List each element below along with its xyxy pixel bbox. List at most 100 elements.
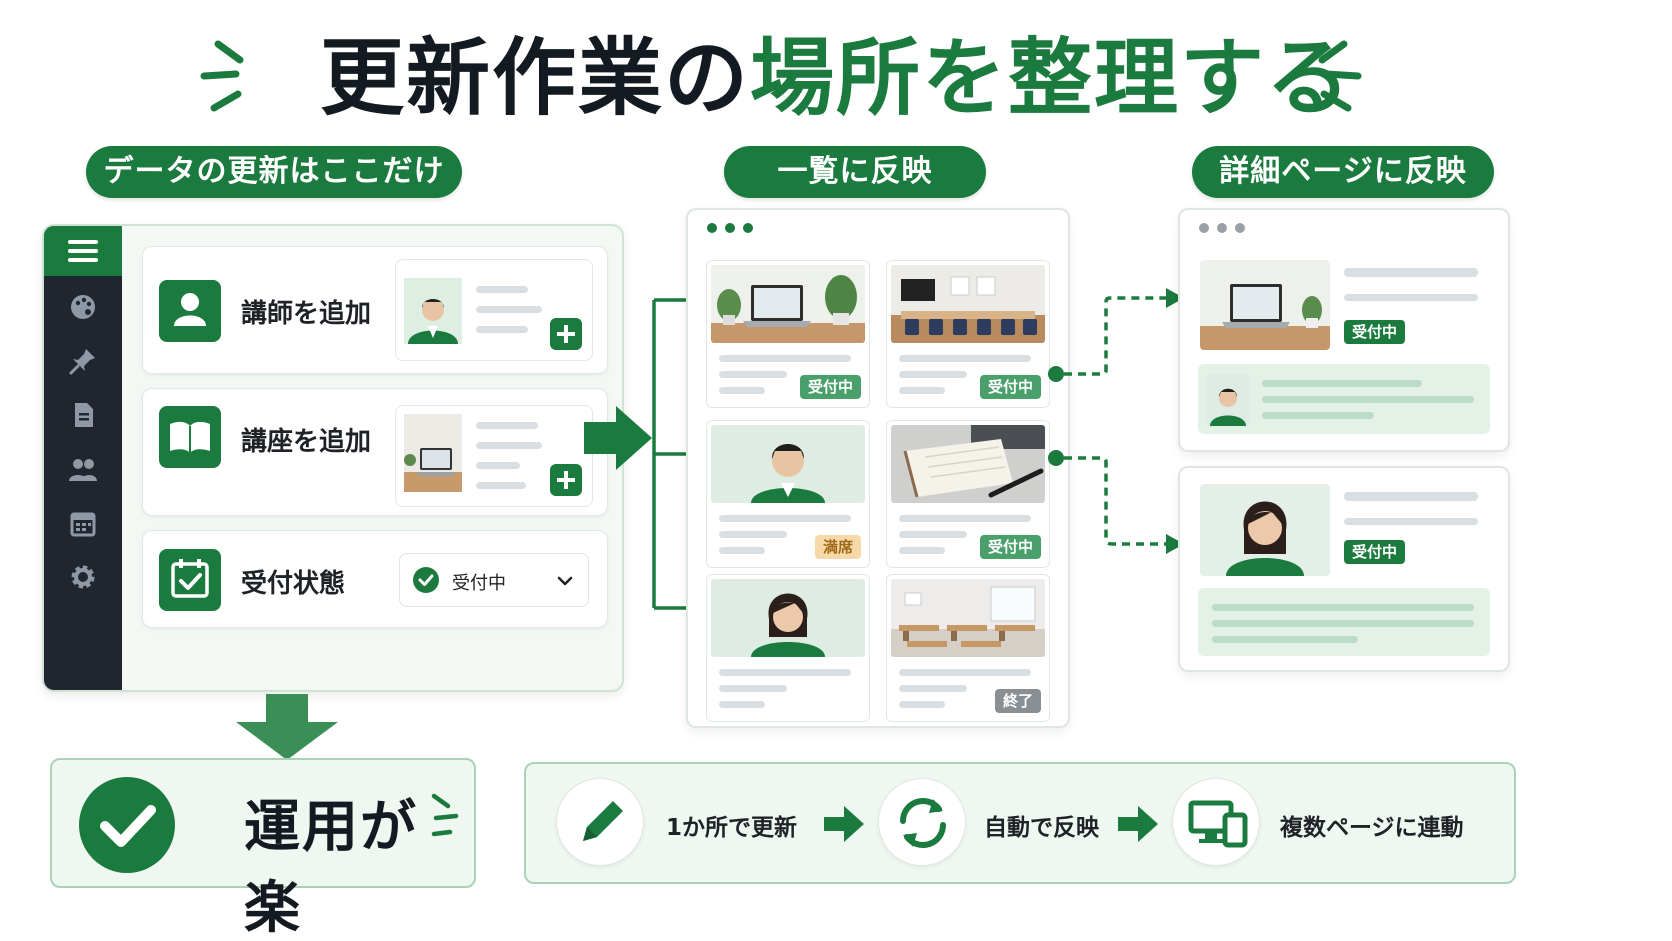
list-item[interactable]: 終了 [886, 574, 1050, 722]
page-title: 更新作業の場所を整理する [0, 28, 1672, 128]
gear-icon[interactable] [68, 562, 98, 592]
sparkle-left-icon [200, 40, 244, 112]
instructor-photo [1200, 484, 1330, 576]
placeholder-line [476, 286, 528, 293]
calendar-check-icon [159, 549, 221, 611]
placeholder-line [1212, 620, 1474, 627]
flow-step-auto: 自動で反映 [984, 815, 1099, 841]
arrow-right-icon [1118, 806, 1158, 842]
placeholder-line [899, 701, 945, 708]
document-icon[interactable] [68, 400, 98, 430]
title-part-green: 場所を整理する [750, 29, 1353, 127]
laptop-photo [404, 414, 462, 492]
devices-icon-circle [1172, 778, 1260, 866]
placeholder-line [476, 462, 520, 469]
list-item[interactable]: 受付中 [886, 260, 1050, 408]
flow-step-multi: 複数ページに連動 [1280, 815, 1464, 841]
card-label-course: 講座を追加 [241, 427, 372, 457]
placeholder-line [1262, 380, 1422, 387]
card-status: 受付状態 受付中 [142, 530, 608, 628]
placeholder-line [476, 442, 542, 449]
placeholder-line [719, 515, 851, 522]
instructor-section [1198, 364, 1490, 434]
placeholder-line [1212, 604, 1474, 611]
window-dots [1199, 223, 1245, 233]
placeholder-line [476, 326, 528, 333]
arrow-right-icon [824, 806, 864, 842]
placeholder-line [476, 422, 538, 429]
pin-icon[interactable] [68, 346, 98, 376]
placeholder-line [719, 371, 787, 378]
placeholder-line [719, 387, 765, 394]
instructor-bio-section [1198, 588, 1490, 656]
status-badge-ended: 終了 [994, 689, 1041, 713]
placeholder-line [719, 547, 765, 554]
status-badge: 受付中 [979, 375, 1041, 399]
add-instructor-button[interactable] [550, 318, 582, 350]
flow-box: 1か所で更新 自動で反映 複数ページに連動 [524, 762, 1516, 884]
devices-icon [1188, 800, 1248, 848]
placeholder-line [719, 531, 787, 538]
card-add-instructor[interactable]: 講師を追加 [142, 246, 608, 374]
placeholder-line [899, 387, 945, 394]
list-item[interactable]: 満席 [706, 420, 870, 568]
window-dots [707, 223, 753, 233]
placeholder-line [899, 531, 967, 538]
pill-update-here: データの更新はここだけ [86, 146, 462, 198]
pill-detail-reflect: 詳細ページに反映 [1192, 146, 1494, 198]
sync-icon-circle [878, 778, 966, 866]
check-circle-icon [413, 567, 439, 593]
sparkle-right-icon [1318, 40, 1362, 112]
placeholder-line [719, 355, 851, 362]
add-course-button[interactable] [550, 464, 582, 496]
sparkle-icon [431, 793, 459, 837]
ease-label: 運用が楽 [244, 795, 418, 941]
status-select-value: 受付中 [452, 573, 506, 594]
admin-panel: 講師を追加 講座を追加 [42, 224, 624, 692]
calendar-icon[interactable] [68, 508, 98, 538]
book-icon [159, 406, 221, 468]
status-select[interactable]: 受付中 [399, 553, 589, 607]
hamburger-icon [68, 240, 98, 262]
instructor-photo [1206, 374, 1250, 426]
placeholder-line [899, 685, 967, 692]
title-part-dark: 更新作業の [319, 29, 750, 127]
placeholder-line [1344, 492, 1478, 501]
detail-page-window-instructor: 受付中 [1178, 466, 1510, 672]
arrow-right-icon [584, 406, 652, 470]
list-item[interactable]: 受付中 [886, 420, 1050, 568]
placeholder-line [1262, 412, 1374, 419]
list-item[interactable] [706, 574, 870, 722]
status-badge-full: 満席 [814, 535, 861, 559]
placeholder-line [1344, 518, 1478, 525]
card-add-course[interactable]: 講座を追加 [142, 388, 608, 516]
placeholder-line [719, 685, 787, 692]
admin-sidebar [44, 226, 122, 690]
status-badge: 受付中 [799, 375, 861, 399]
status-badge: 受付中 [979, 535, 1041, 559]
pencil-icon-circle [556, 778, 644, 866]
detail-page-window-course: 受付中 [1178, 208, 1510, 452]
instructor-preview [395, 259, 593, 361]
menu-button[interactable] [44, 226, 122, 276]
list-item[interactable]: 受付中 [706, 260, 870, 408]
card-label-instructor: 講師を追加 [241, 299, 372, 329]
placeholder-line [1212, 636, 1358, 643]
placeholder-line [1262, 396, 1474, 403]
placeholder-line [476, 306, 542, 313]
placeholder-line [899, 355, 1031, 362]
flow-step-update: 1か所で更新 [666, 815, 798, 841]
palette-icon[interactable] [68, 292, 98, 322]
chevron-down-icon [557, 576, 573, 586]
detail-connector [1048, 288, 1184, 554]
instructor-photo [711, 425, 865, 503]
placeholder-line [1344, 294, 1478, 301]
sync-icon [900, 798, 946, 848]
person-icon [159, 280, 221, 342]
laptop-photo [711, 265, 865, 343]
placeholder-line [899, 669, 1031, 676]
pill-list-reflect: 一覧に反映 [724, 146, 986, 198]
list-page-window: 受付中 受付中 満席 受付中 [686, 208, 1070, 728]
placeholder-line [719, 669, 851, 676]
users-icon[interactable] [68, 454, 98, 484]
